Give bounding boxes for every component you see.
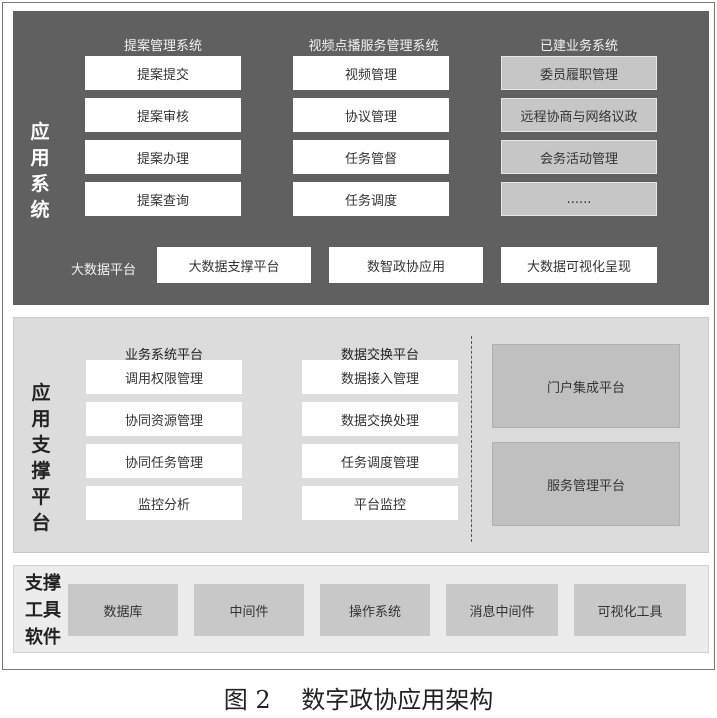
application-support-title: 应用 支撑 平台 [31,382,51,534]
task-schedule-box: 任务调度 [293,182,449,216]
data-access-box: 数据接入管理 [302,360,458,394]
permission-manage-box: 调用权限管理 [86,360,242,394]
diagram-frame: 应用 系统 提案管理系统 提案提交 提案审核 提案办理 提案查询 视频点播服务管… [2,2,715,670]
coop-task-manage-box: 协同任务管理 [86,444,242,478]
data-exchange-box: 数据交换处理 [302,402,458,436]
bigdata-support-box: 大数据支撑平台 [157,247,311,283]
business-platform-title: 业务系统平台 [124,348,203,363]
task-supervise-box: 任务管督 [293,140,449,174]
os-box: 操作系统 [320,584,430,636]
database-box: 数据库 [68,584,178,636]
proposal-submit-box: 提案提交 [85,56,241,90]
protocol-manage-box: 协议管理 [293,98,449,132]
application-system-layer: 应用 系统 提案管理系统 提案提交 提案审核 提案办理 提案查询 视频点播服务管… [13,11,709,305]
proposal-system-title: 提案管理系统 [123,39,202,54]
data-exchange-platform-title: 数据交换平台 [340,348,419,363]
resource-manage-box: 协同资源管理 [86,402,242,436]
video-manage-box: 视频管理 [293,56,449,90]
video-service-system-title: 视频点播服务管理系统 [308,39,439,54]
service-platform-box: 服务管理平台 [492,442,680,526]
task-schedule-manage-box: 任务调度管理 [302,444,458,478]
member-duty-box: 委员履职管理 [501,56,657,90]
existing-system-title: 已建业务系统 [539,39,618,54]
visual-tool-box: 可视化工具 [574,584,686,636]
bigdata-platform-label: 大数据平台 [71,263,137,278]
meeting-manage-box: 会务活动管理 [501,140,657,174]
application-support-layer: 应用 支撑 平台 业务系统平台 调用权限管理 协同资源管理 协同任务管理 监控分… [13,317,709,553]
support-tools-layer: 支撑 工具 软件 数据库 中间件 操作系统 消息中间件 可视化工具 [13,565,709,653]
application-system-title: 应用 系统 [30,121,50,221]
platform-monitor-box: 平台监控 [302,486,458,520]
proposal-review-box: 提案审核 [85,98,241,132]
support-tools-title: 支撑 工具 软件 [25,573,61,648]
remote-consult-box: 远程协商与网络议政 [501,98,657,132]
portal-platform-box: 门户集成平台 [492,344,680,428]
proposal-query-box: 提案查询 [85,182,241,216]
proposal-handle-box: 提案办理 [85,140,241,174]
message-middleware-box: 消息中间件 [446,584,558,636]
bigdata-visual-box: 大数据可视化呈现 [501,247,657,283]
dashed-divider [471,336,472,542]
smart-cppcc-app-box: 数智政协应用 [329,247,483,283]
monitor-analysis-box: 监控分析 [86,486,242,520]
figure-caption: 图 2 数字政协应用架构 [223,686,494,714]
middleware-box: 中间件 [194,584,304,636]
more-systems-box: ...... [501,182,657,216]
